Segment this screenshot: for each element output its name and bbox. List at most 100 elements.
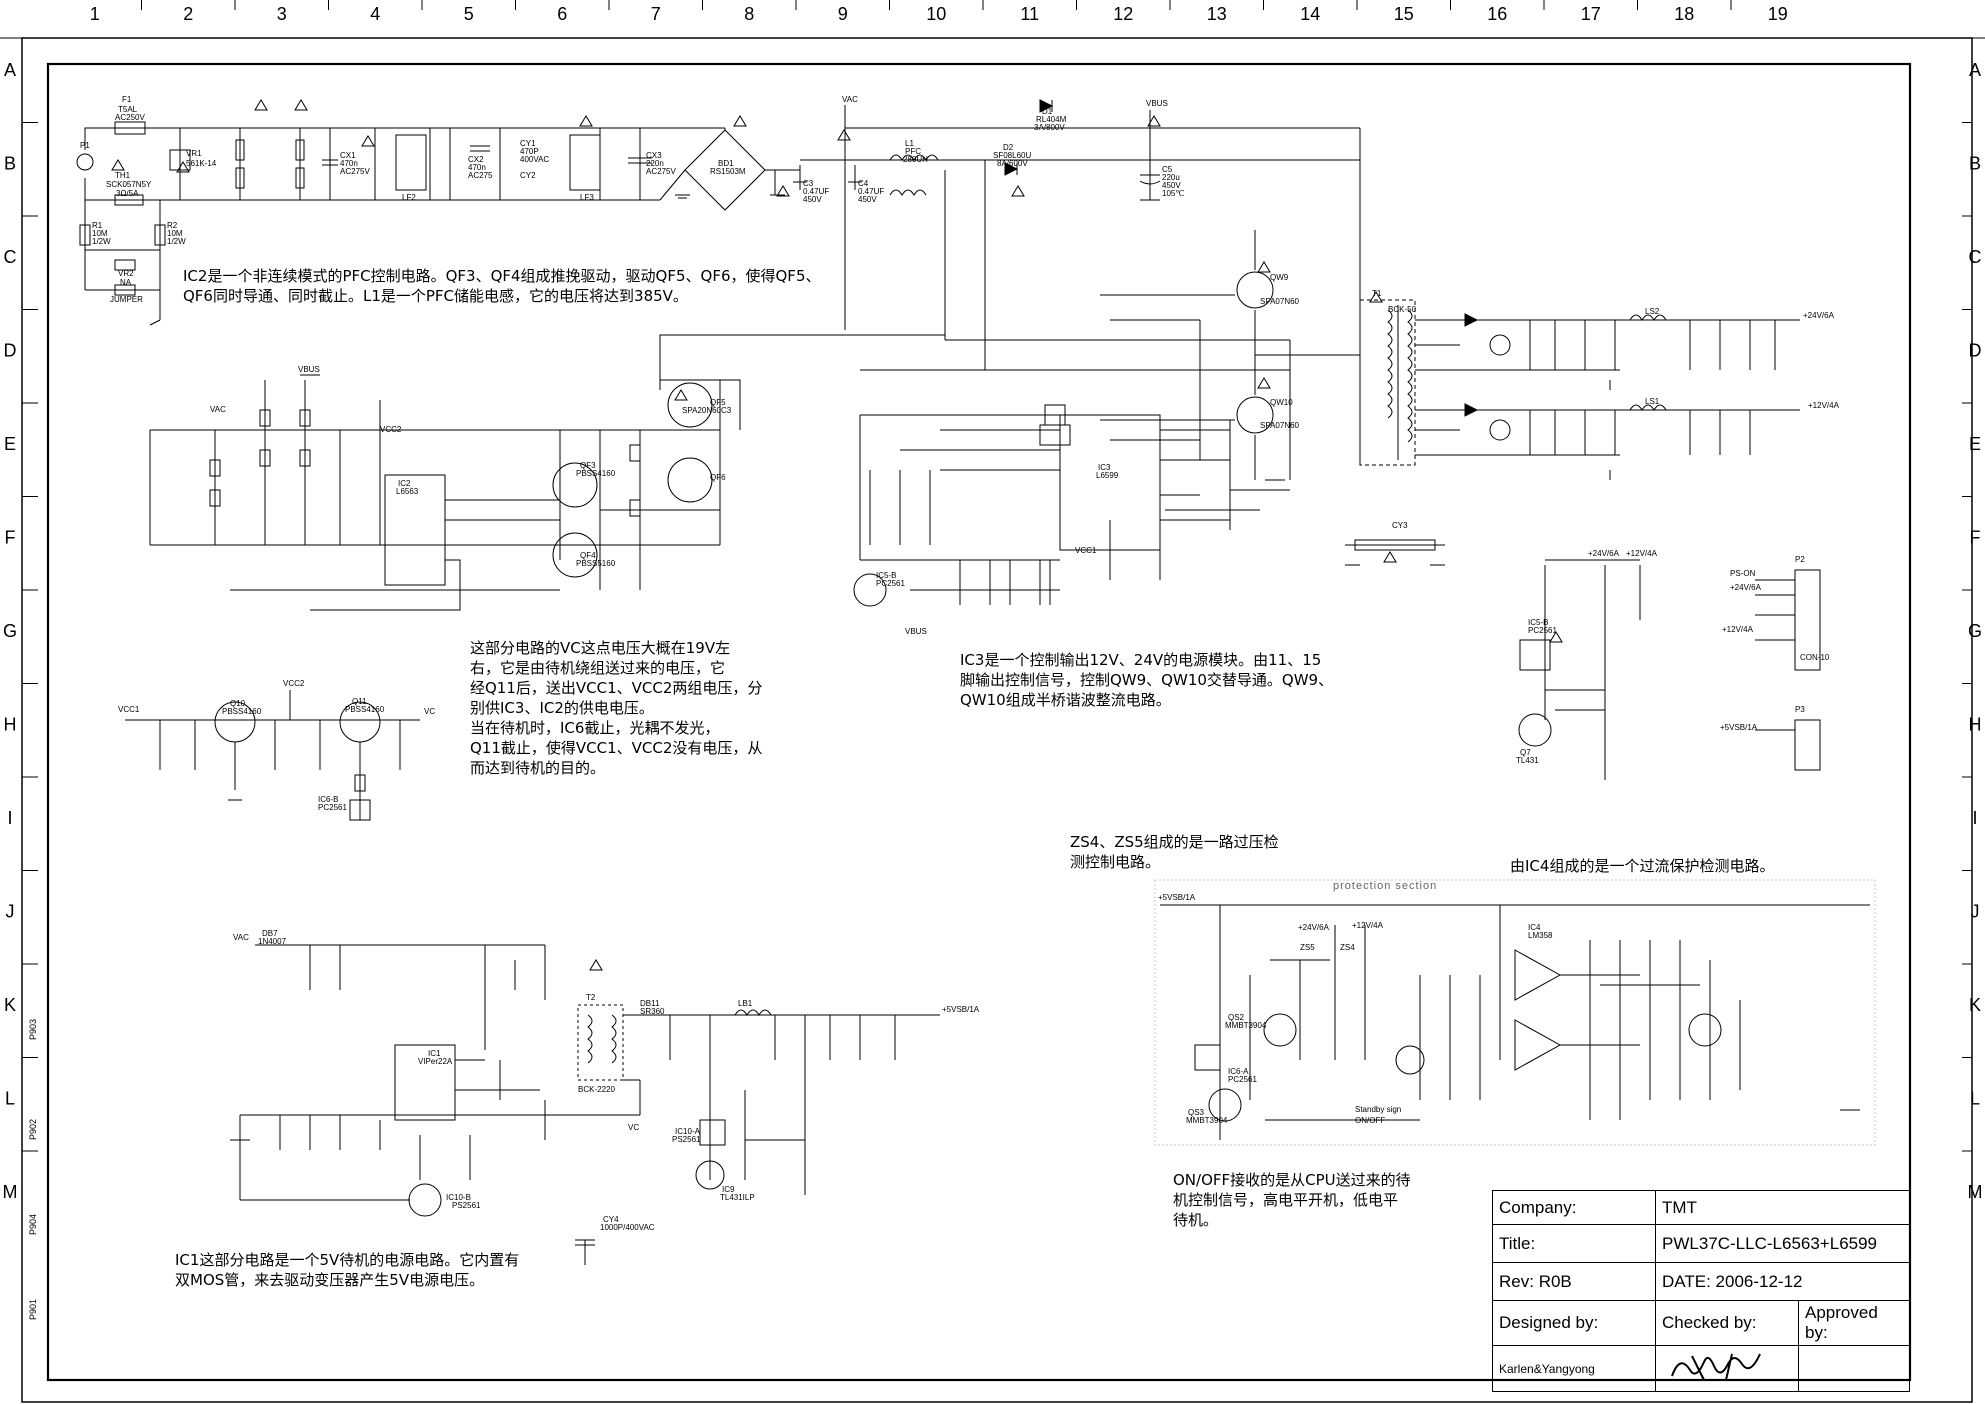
column-ticks [141, 0, 1732, 10]
label-cy1-value: 470P [520, 147, 539, 156]
column-label-6: 6 [557, 4, 567, 24]
signature-image [1671, 1353, 1761, 1381]
net-sb5-out: +5VSB/1A [942, 1005, 980, 1014]
thermistor-th1 [114, 194, 144, 206]
label-c5-rating: 450V [1162, 181, 1181, 190]
transistor-qf4 [552, 532, 598, 578]
llc-control-section [853, 230, 1361, 607]
column-label-14: 14 [1300, 4, 1320, 24]
row-label-D-right: D [1969, 340, 1982, 360]
row-label-J-right: J [1971, 901, 1980, 921]
label-cx3-rating: AC275V [646, 167, 676, 176]
row-ticks [22, 122, 1972, 1152]
inductor-ls2 [1629, 314, 1667, 321]
label-cx1: CX1 [340, 151, 356, 160]
connector-p3 [1794, 719, 1821, 771]
checked-label: Checked by: [1655, 1300, 1799, 1346]
column-label-12: 12 [1113, 4, 1133, 24]
pfc-control-section [149, 190, 985, 611]
label-ls1: LS1 [1645, 397, 1660, 406]
optocoupler-ic6a [1194, 1044, 1221, 1071]
row-label-J-left: J [6, 901, 15, 921]
label-ic10b-value: PS2561 [452, 1201, 481, 1210]
approved-value [1798, 1345, 1910, 1392]
label-q10: Q10 [230, 699, 246, 708]
opamp-ic4a [1514, 949, 1562, 1001]
column-label-3: 3 [277, 4, 287, 24]
column-label-16: 16 [1487, 4, 1507, 24]
label-r2-tol: 1/2W [167, 237, 186, 246]
component-labels: F1 T5AL AC250V P1 TH1 SCK057N5Y 3Ω/5A VR… [80, 95, 1830, 1232]
label-ic3: IC3 [1098, 463, 1111, 472]
label-cy1: CY1 [520, 139, 536, 148]
label-bd1: BD1 [718, 159, 734, 168]
label-r1: R1 [92, 221, 103, 230]
regulator-q7 [1518, 713, 1552, 747]
label-cx3-value: 220n [646, 159, 664, 168]
connector-p2 [1794, 569, 1821, 671]
label-ic6a: IC6-A [1228, 1067, 1249, 1076]
label-lb1: LB1 [738, 999, 753, 1008]
row-label-M-right: M [1968, 1182, 1983, 1202]
row-label-I-left: I [7, 808, 12, 828]
transistor-qs1 [1688, 1013, 1722, 1047]
column-label-4: 4 [370, 4, 380, 24]
label-lf3: LF3 [580, 193, 594, 202]
label-vr1: VR1 [186, 149, 202, 158]
standby-5v-section [239, 944, 940, 1265]
label-c3-value: 0.47UF [803, 187, 829, 196]
note-ic3: IC3是一个控制输出12V、24V的电源模块。由11、15 脚输出控制信号，控制… [960, 651, 1334, 709]
label-qw9: QW9 [1270, 273, 1289, 282]
port-tag-p902: P902 [28, 1119, 38, 1140]
ps-on-section [1518, 559, 1821, 780]
net-out12-p2: +12V/4A [1722, 625, 1754, 634]
row-label-F-right: F [1970, 527, 1981, 547]
net-vac-ic1: VAC [233, 933, 249, 942]
label-f1: F1 [122, 95, 132, 104]
column-label-1: 1 [90, 4, 100, 24]
label-c4: C4 [858, 179, 869, 188]
label-ic6a-value: PC2561 [1228, 1075, 1257, 1084]
row-label-B-right: B [1969, 153, 1981, 173]
label-th1: TH1 [115, 171, 131, 180]
column-label-9: 9 [838, 4, 848, 24]
net-out24-ps: +24V/6A [1588, 549, 1620, 558]
label-r1-tol: 1/2W [92, 237, 111, 246]
net-vc-ic1: VC [628, 1123, 639, 1132]
warning-triangles [111, 99, 1563, 971]
label-t1: T1 [1372, 289, 1382, 298]
label-qf3: QF3 [580, 461, 596, 470]
net-vbus-ic2: VBUS [298, 365, 320, 374]
company-value: TMT [1655, 1190, 1910, 1225]
label-c3-rating: 450V [803, 195, 822, 204]
protection-section-label: protection section [1333, 880, 1438, 892]
label-cx2: CX2 [468, 155, 484, 164]
inductor-lb1 [734, 1009, 772, 1016]
row-label-L-left: L [5, 1088, 15, 1108]
label-ic6b-value: PC2561 [318, 803, 347, 812]
label-ic1-value: VIPer22A [418, 1057, 453, 1066]
common-mode-choke-lf3 [569, 134, 601, 191]
vcc-supply-section [125, 690, 420, 821]
label-ic3-value: L6599 [1096, 471, 1119, 480]
label-c3: C3 [803, 179, 814, 188]
note-pfc: IC2是一个非连续模式的PFC控制电路。QF3、QF4组成推挽驱动，驱动QF5、… [183, 267, 821, 305]
label-th1-rating: 3Ω/5A [116, 189, 139, 198]
row-label-A-left: A [4, 60, 16, 80]
net-labels: VAC VBUS VBUS VAC VCC2 VCC1 VBUS VCC1 VC… [118, 95, 1840, 1132]
column-label-8: 8 [744, 4, 754, 24]
net-onoff: ON/OFF [1355, 1116, 1385, 1125]
label-th1-value: SCK057N5Y [106, 180, 152, 189]
label-q7: Q7 [1520, 748, 1531, 757]
column-label-17: 17 [1581, 4, 1601, 24]
connector-p1 [76, 153, 94, 171]
label-qs2: QS2 [1228, 1013, 1245, 1022]
row-label-K-left: K [4, 995, 16, 1015]
approved-label: Approved by: [1798, 1300, 1910, 1346]
note-ic1: IC1这部分电路是一个5V待机的电源电路。它内置有 双MOS管，来去驱动变压器产… [175, 1251, 520, 1289]
inner-frame [46, 62, 1912, 1382]
label-c4-value: 0.47UF [858, 187, 884, 196]
label-db11-value: SR360 [640, 1007, 665, 1016]
